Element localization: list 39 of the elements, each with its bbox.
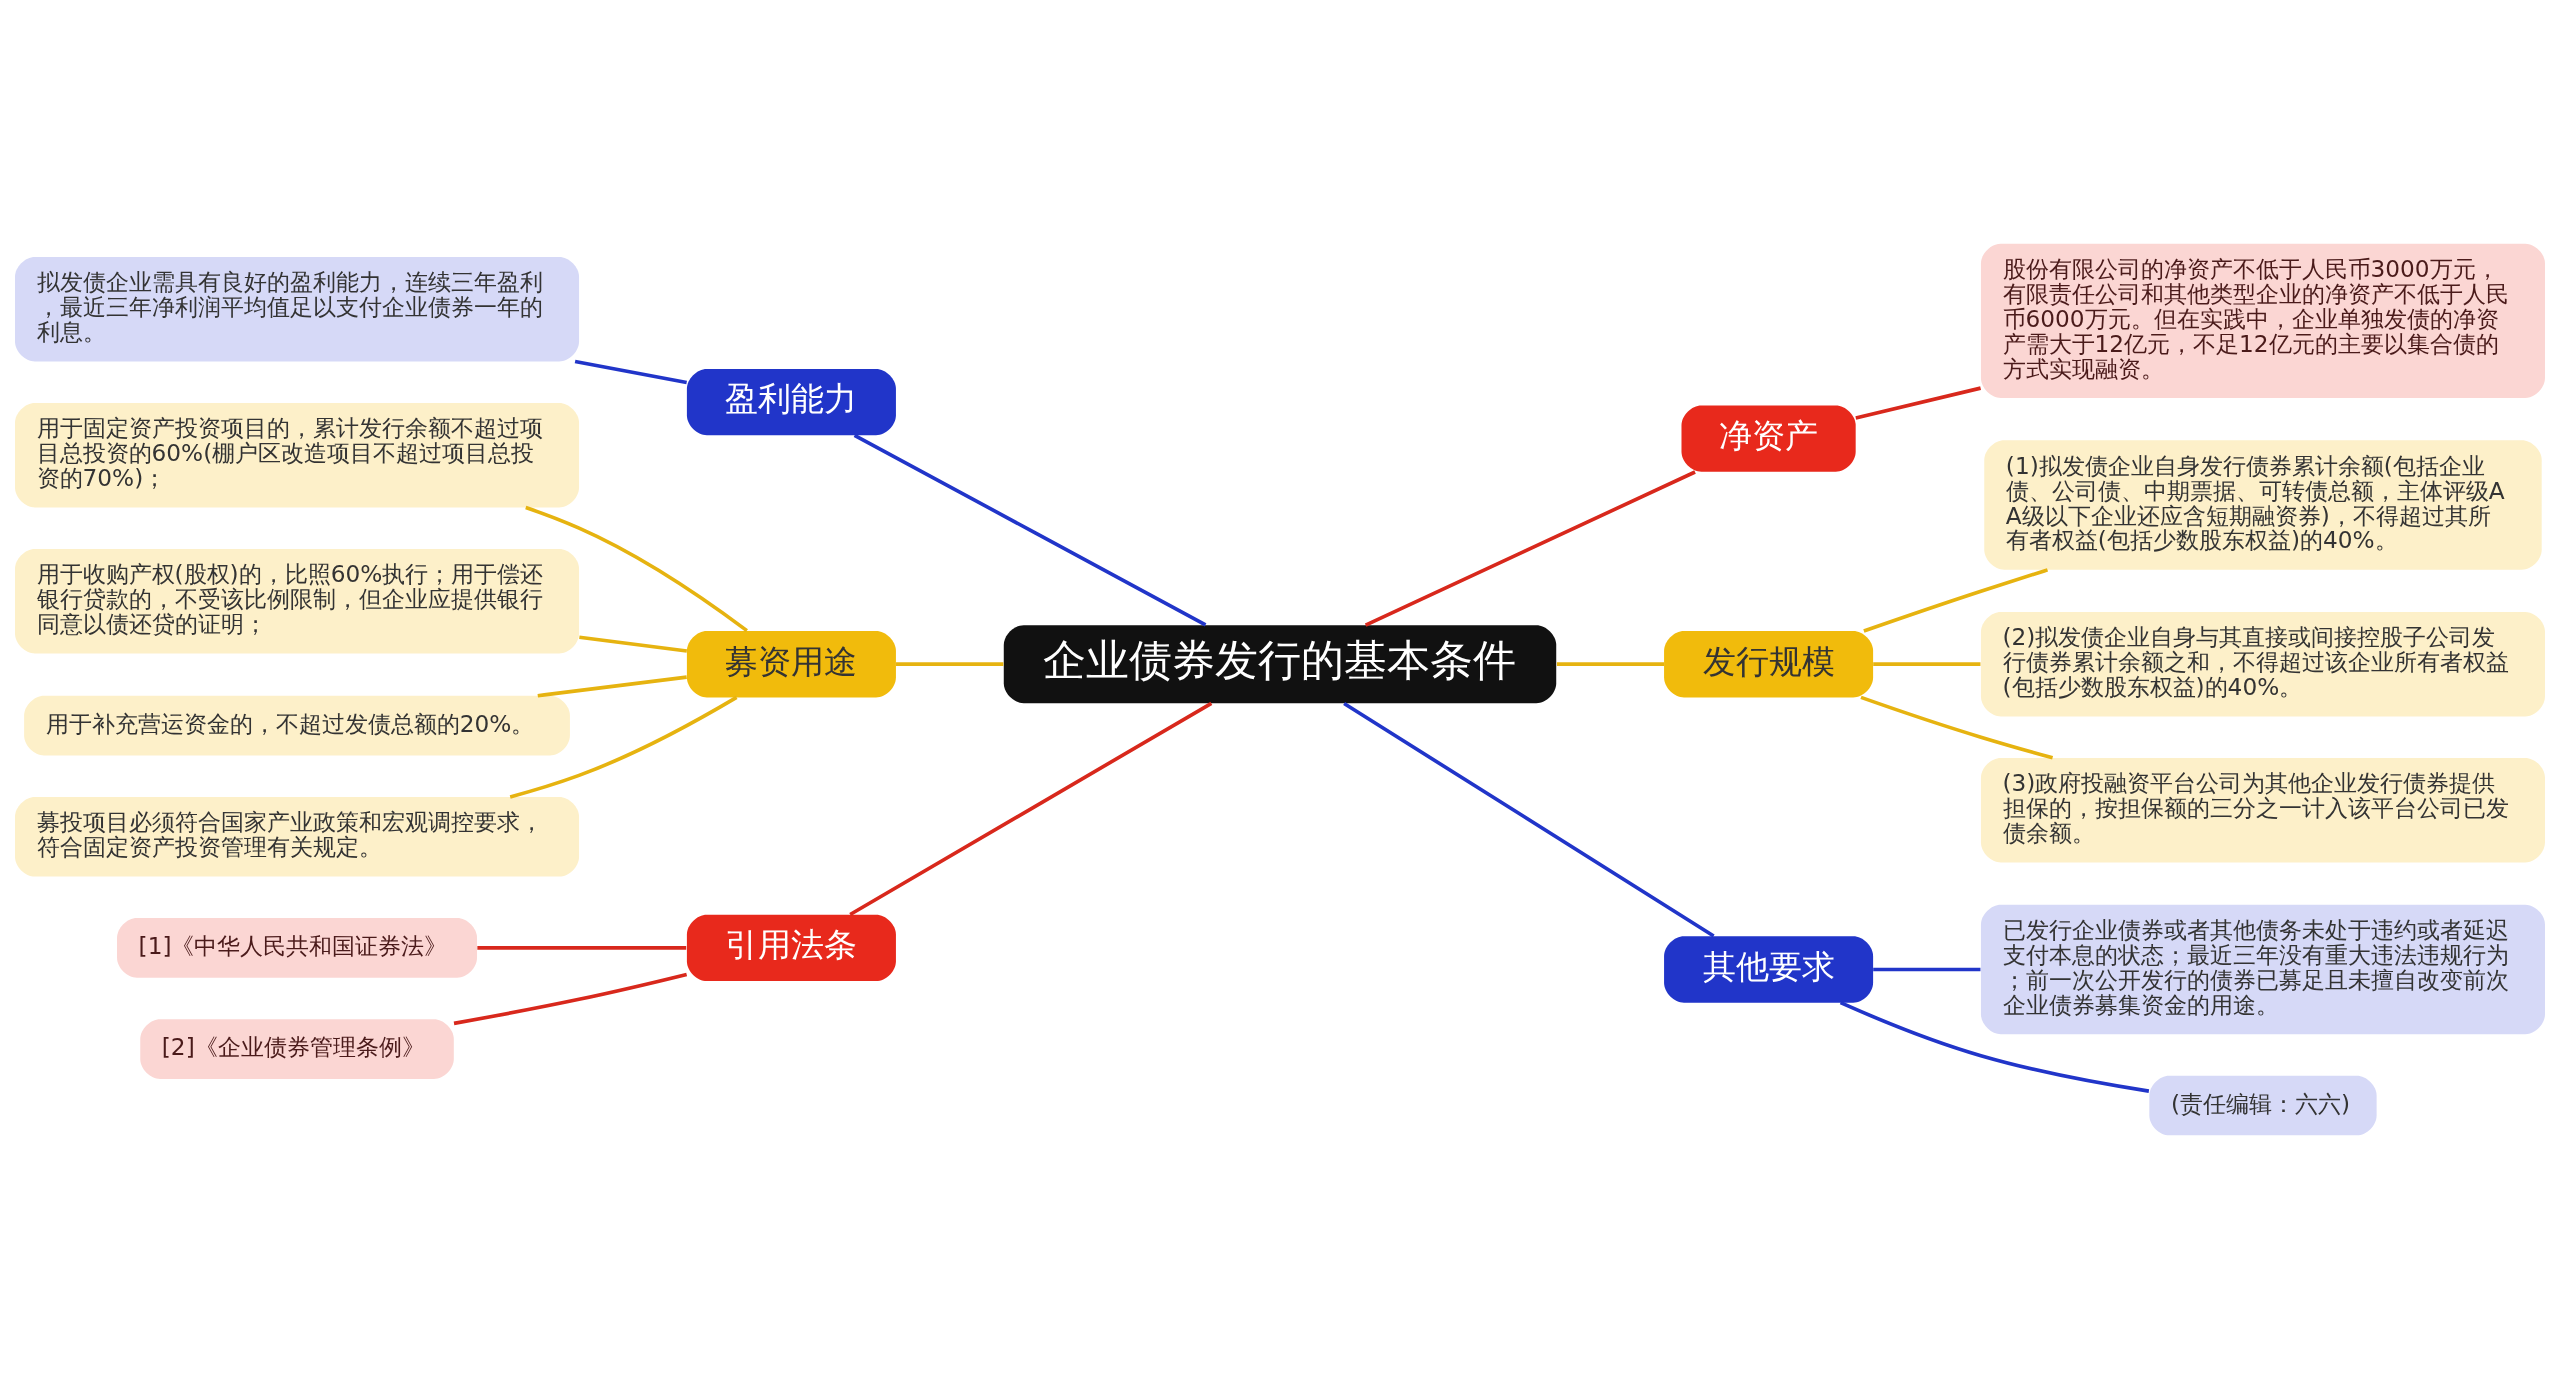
connector — [509, 695, 738, 799]
connector — [1839, 1000, 2150, 1093]
node-box: 盈利能力 — [686, 368, 896, 435]
connector — [1556, 661, 1664, 666]
connector — [477, 945, 687, 950]
node-box: 股份有限公司的净资产不低于人民币3000万元，有限责任公司和其他类型企业的净资产不低于人民币6000万元。但在实践中，企业单独发债的净资产需大于12亿元，不足12亿元的主要以集合债的方式实现融资。 — [1980, 243, 2545, 398]
connector — [1343, 701, 1715, 937]
node-box: [1]《中华人民共和国证券法》 — [117, 917, 478, 978]
node-box: 募资用途 — [686, 630, 896, 697]
node-box: 净资产 — [1681, 404, 1856, 472]
connector — [453, 972, 688, 1025]
connector — [849, 701, 1213, 916]
node-box: [2]《企业债券管理条例》 — [140, 1018, 454, 1079]
node-box: 其他要求 — [1664, 935, 1874, 1003]
node-box: 用于补充营运资金的，不超过发债总额的20%。 — [24, 695, 570, 755]
connector — [853, 433, 1207, 626]
connector — [1855, 385, 1981, 420]
connector — [1873, 661, 1981, 666]
node-box: 已发行企业债券或者其他债务未处于违约或者延迟支付本息的状态；最近三年没有重大违法违规行为；前一次公开发行的债券已募足且未擅自改变前次企业债券募集资金的用途。 — [1980, 904, 2545, 1034]
node-box: (3)政府投融资平台公司为其他企业发行债券提供担保的，按担保额的三分之一计入该平台公司已发债余额。 — [1980, 757, 2545, 862]
node-box: 引用法条 — [686, 914, 896, 981]
node-box: 募投项目必须符合国家产业政策和宏观调控要求，符合固定资产投资管理有关规定。 — [15, 796, 580, 877]
connector — [1863, 567, 2049, 633]
node-box: (责任编辑：六六) — [2149, 1075, 2377, 1135]
connector — [896, 661, 1004, 666]
connector — [525, 505, 748, 632]
node-box: (1)拟发债企业自身发行债券累计余额(包括企业债、公司债、中期票据、可转债总额，主体评级AA级以下企业还应含短期融资券)，不得超过其所有者权益(包括少数股东权益)的40%。 — [1984, 439, 2542, 570]
node-box: 用于收购产权(股权)的，比照60%执行；用于偿还银行贷款的，不受该比例限制，但企业应提供银行同意以债还贷的证明； — [15, 548, 580, 653]
connector — [1364, 469, 1696, 627]
node-box: 发行规模 — [1664, 630, 1874, 697]
node-box: 用于固定资产投资项目的，累计发行余额不超过项目总投资的60%(棚户区改造项目不超过项目总投资的70%)； — [15, 402, 580, 507]
node-box: 拟发债企业需具有良好的盈利能力，连续三年盈利，最近三年净利润平均值足以支付企业债券一年的利息。 — [15, 256, 580, 361]
connector — [579, 634, 688, 653]
connector — [574, 359, 687, 384]
node-box: (2)拟发债企业自身与其直接或间接控股子公司发行债券累计余额之和，不得超过该企业所有者权益(包括少数股东权益)的40%。 — [1980, 611, 2545, 716]
connector — [1873, 967, 1981, 971]
connector — [1860, 695, 2054, 760]
connector — [537, 674, 687, 697]
node-box: 企业债券发行的基本条件 — [1003, 624, 1557, 703]
